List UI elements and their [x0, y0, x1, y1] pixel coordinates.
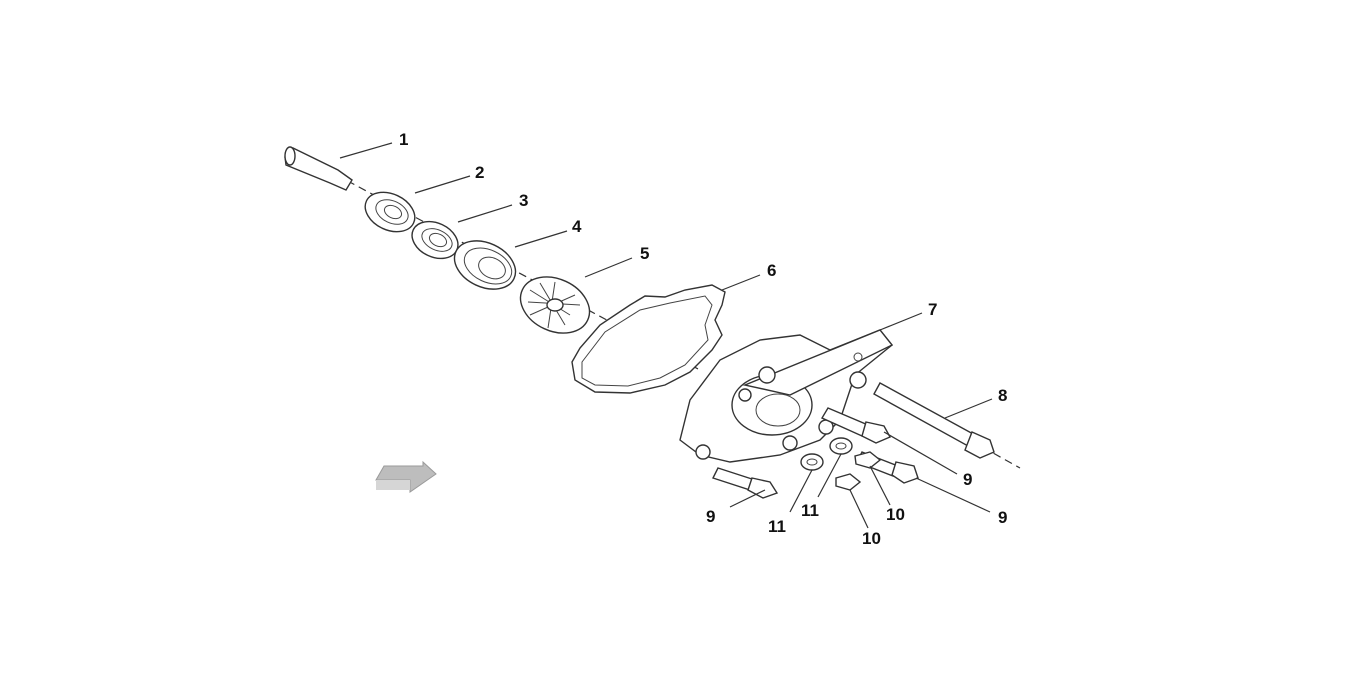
callout-7: 7: [928, 300, 937, 319]
part-2-bearing: [364, 191, 416, 233]
part-4-seal: [453, 240, 517, 290]
part-5-impeller: [519, 276, 591, 334]
part-10-plugs: [835, 451, 882, 491]
callout-10b: 10: [862, 529, 881, 548]
callout-1: 1: [399, 130, 408, 149]
part-7-pump-cover: [679, 329, 894, 463]
callout-5: 5: [640, 244, 649, 263]
callout-9b: 9: [998, 508, 1007, 527]
callout-9c: 9: [706, 507, 715, 526]
gasket-inner-edge: [581, 295, 713, 387]
callout-6: 6: [767, 261, 776, 280]
callout-3: 3: [519, 191, 528, 210]
leader-lines: [339, 142, 993, 529]
callout-2: 2: [475, 163, 484, 182]
callout-4: 4: [572, 217, 582, 236]
callout-9a: 9: [963, 470, 972, 489]
callout-10a: 10: [886, 505, 905, 524]
callout-11a: 11: [768, 517, 786, 536]
callout-8: 8: [998, 386, 1007, 405]
part-6-gasket: [571, 284, 726, 394]
callout-11b: 11: [801, 501, 819, 520]
part-1-shaft: [284, 146, 353, 191]
direction-arrow-icon: [375, 460, 437, 493]
part-8-long-bolt: [873, 382, 995, 459]
